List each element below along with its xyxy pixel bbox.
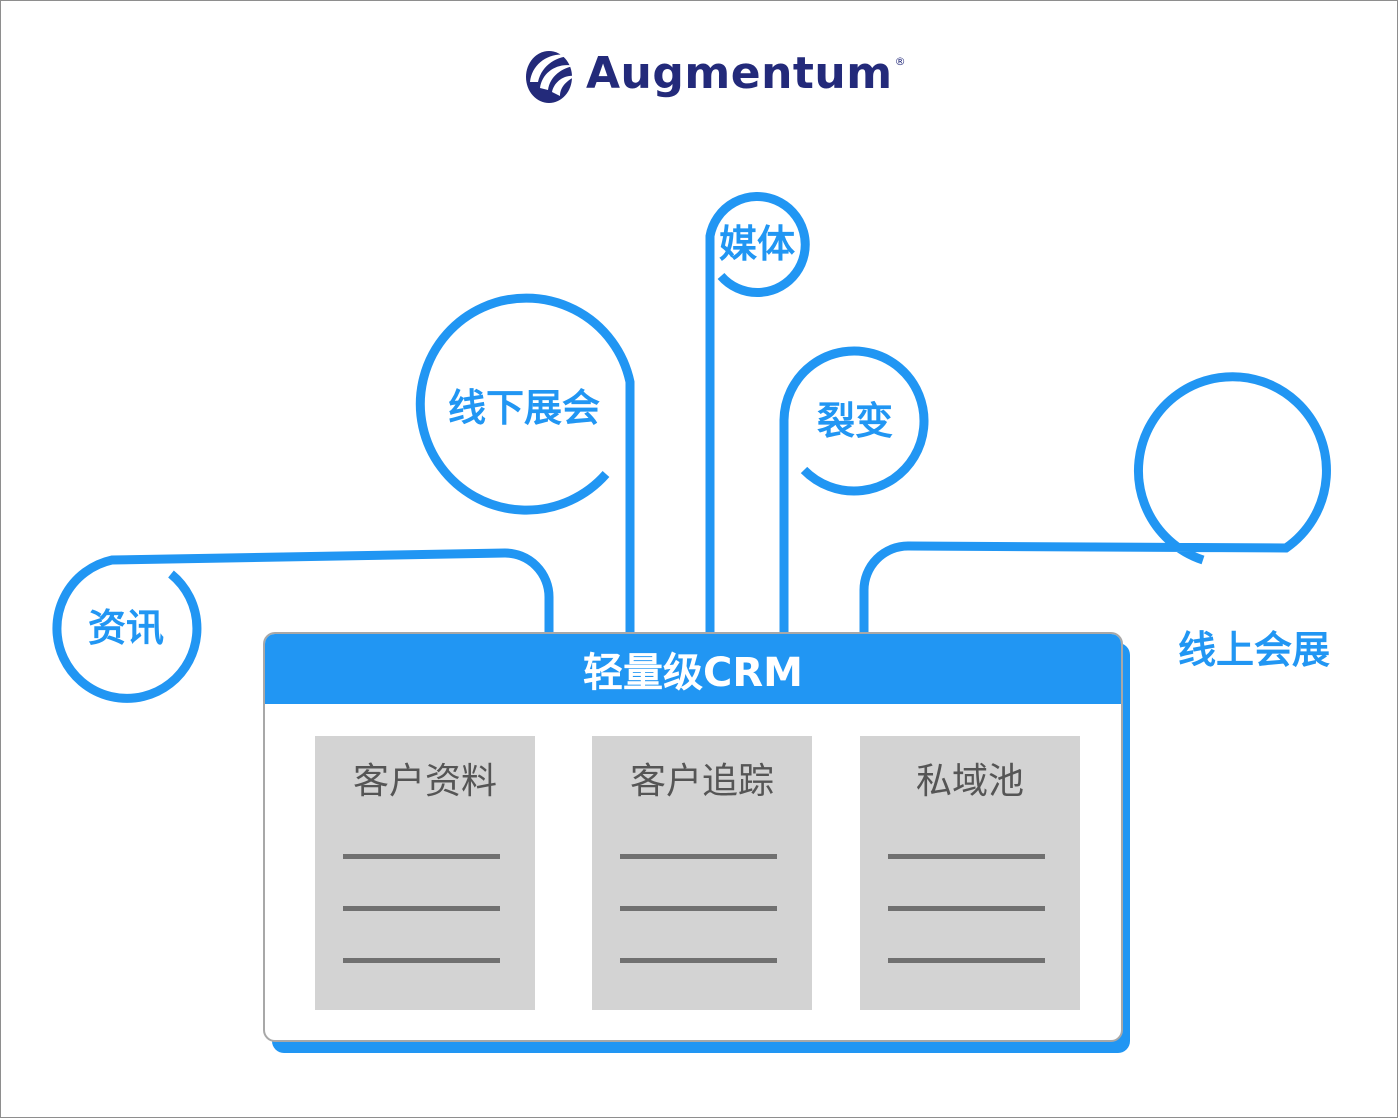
module-line <box>343 854 500 859</box>
channel-label-online-expo: 线上会展 <box>1177 628 1331 672</box>
channel-label-fission: 裂变 <box>816 399 894 443</box>
registered-mark: ® <box>894 54 906 68</box>
connector-fission <box>779 346 929 632</box>
module-customer-profile: 客户资料 <box>315 736 535 1010</box>
channel-label-media: 媒体 <box>718 222 796 266</box>
connector-info <box>52 548 554 703</box>
connector-media <box>705 192 810 632</box>
crm-title: 轻量级CRM <box>265 634 1121 704</box>
augmentum-logo-mark-icon <box>526 51 576 103</box>
module-title: 客户追踪 <box>629 761 774 802</box>
module-private-pool: 私域池 <box>860 736 1080 1010</box>
channel-label-offline-expo: 线下展会 <box>447 386 601 430</box>
module-line <box>620 958 777 963</box>
augmentum-logo: Augmentum ® <box>522 42 906 108</box>
module-title: 私域池 <box>915 761 1024 802</box>
module-line <box>620 906 777 911</box>
module-customer-tracking: 客户追踪 <box>592 736 812 1010</box>
connector-online-expo <box>859 372 1331 632</box>
module-title: 客户资料 <box>352 761 497 802</box>
crm-card: 轻量级CRM 客户资料 客户追踪 私域池 <box>263 632 1123 1042</box>
module-line <box>343 958 500 963</box>
channel-label-info: 资讯 <box>87 606 165 650</box>
module-line <box>620 854 777 859</box>
module-line <box>888 958 1045 963</box>
logo-wordmark: Augmentum <box>586 47 893 99</box>
module-line <box>888 854 1045 859</box>
module-line <box>343 906 500 911</box>
module-line <box>888 906 1045 911</box>
connector-offline-expo <box>415 293 635 632</box>
